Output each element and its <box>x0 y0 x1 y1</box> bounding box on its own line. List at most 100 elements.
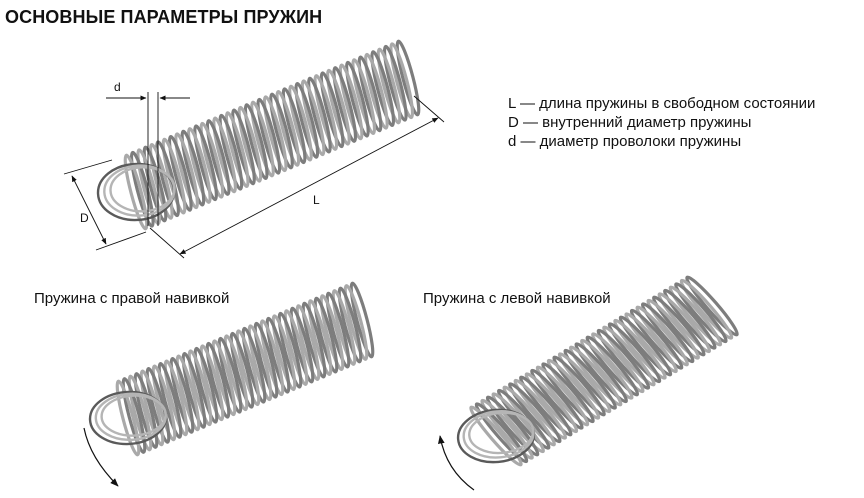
D-extension-line-bottom <box>95 231 147 251</box>
coil-ring <box>679 278 734 340</box>
coil-ring <box>395 39 421 117</box>
coil-ring <box>596 328 651 390</box>
coil-ring <box>247 324 273 402</box>
coil-ring <box>289 306 315 384</box>
coil-ring <box>211 339 237 417</box>
coil-ring <box>307 299 333 376</box>
dimension-length: L <box>149 95 445 259</box>
coil-ring <box>142 145 168 223</box>
coil-ring <box>115 379 141 457</box>
coil-ring <box>229 331 255 409</box>
coil-ring <box>277 311 303 389</box>
coil-ring <box>301 301 327 379</box>
coil-ring <box>169 357 195 434</box>
legend-item-inner-diameter: D — внутренний диаметр пружины <box>508 114 752 131</box>
coil-ring <box>546 358 601 420</box>
rotation-arrow-right-hand <box>83 427 119 487</box>
L-extension-line-start <box>149 227 185 259</box>
coil-ring <box>163 359 189 437</box>
coil-ring <box>145 367 171 444</box>
coil-ring <box>175 354 201 432</box>
coil-ring <box>496 388 551 450</box>
coil-ring <box>524 372 579 434</box>
coil-ring <box>629 308 684 370</box>
coil-ring <box>199 344 225 422</box>
coil-opening-ring <box>109 166 176 213</box>
coil-ring <box>507 382 562 444</box>
D-arrow <box>71 175 107 245</box>
coil-ring <box>337 286 363 364</box>
coil-ring <box>635 305 690 367</box>
coil-ring <box>563 348 618 410</box>
rotation-arrow-left-hand <box>438 435 475 491</box>
coil-ring <box>624 312 678 374</box>
coil-ring <box>343 284 369 361</box>
coil-ring <box>123 153 149 231</box>
coil-ring <box>474 402 529 464</box>
coil-ring <box>602 325 656 387</box>
coil-ring <box>283 309 309 386</box>
coil-ring <box>265 316 291 394</box>
coil-ring <box>235 329 261 407</box>
coil-ring <box>674 282 728 344</box>
coil-ring <box>685 275 739 337</box>
coil-ring <box>133 372 159 449</box>
D-label: D <box>80 211 89 225</box>
coil-ring <box>127 374 153 452</box>
coil-ring <box>148 143 174 220</box>
coil-ring <box>331 289 357 366</box>
coil-ring <box>574 342 629 404</box>
coil-ring <box>513 378 568 440</box>
coil-ring <box>613 318 667 380</box>
coil-ring <box>535 365 590 427</box>
coil-ring <box>668 285 723 347</box>
d-label: d <box>114 80 121 94</box>
coil-ring <box>295 304 321 381</box>
caption-right-hand-spring: Пружина с правой навивкой <box>34 290 230 307</box>
coil-ring <box>480 398 534 460</box>
parameter-legend: L — длина пружины в свободном состоянии … <box>508 94 815 151</box>
coil-ring <box>259 319 285 397</box>
coil-ring <box>590 332 645 394</box>
coil-ring <box>646 298 701 360</box>
coil-ring <box>217 336 243 414</box>
coil-ring <box>607 322 662 384</box>
left-hand-spring <box>456 275 739 467</box>
coil-ring <box>662 288 717 350</box>
coil-ring <box>541 362 595 424</box>
page-title: ОСНОВНЫЕ ПАРАМЕТРЫ ПРУЖИН <box>5 7 323 27</box>
legend-item-wire-diameter: d — диаметр проволоки пружины <box>508 133 742 150</box>
dimension-wire-diameter: d <box>106 80 190 226</box>
L-arrow <box>179 117 439 255</box>
coil-ring <box>139 369 165 447</box>
L-extension-line-end <box>413 95 445 123</box>
coil-opening-ring <box>468 411 535 455</box>
coil-ring <box>568 345 623 407</box>
coil-ring <box>585 335 640 397</box>
coil-opening-ring <box>100 394 167 437</box>
coil-ring <box>187 349 213 427</box>
legend-item-length: L — длина пружины в свободном состоянии <box>508 95 816 112</box>
coil-ring <box>579 338 634 400</box>
coil-ring <box>157 362 183 439</box>
coil-ring <box>518 375 573 437</box>
coil-ring <box>271 314 297 392</box>
coil-ring <box>325 291 351 369</box>
coil-ring <box>129 150 155 228</box>
coil-ring <box>349 281 375 359</box>
coil-ring <box>485 395 540 457</box>
coil-ring <box>389 42 415 120</box>
caption-left-hand-spring: Пружина с левой навивкой <box>423 290 611 307</box>
coil-ring <box>651 295 706 357</box>
coil-ring <box>557 352 612 414</box>
coil-ring <box>181 352 207 429</box>
coil-ring <box>491 392 546 454</box>
D-extension-line-top <box>63 159 113 175</box>
coil-ring <box>241 326 267 404</box>
coil-ring <box>657 292 712 354</box>
coil-ring <box>205 341 231 419</box>
coil-ring <box>552 355 606 417</box>
L-label: L <box>313 193 320 207</box>
coil-ring <box>640 302 695 364</box>
